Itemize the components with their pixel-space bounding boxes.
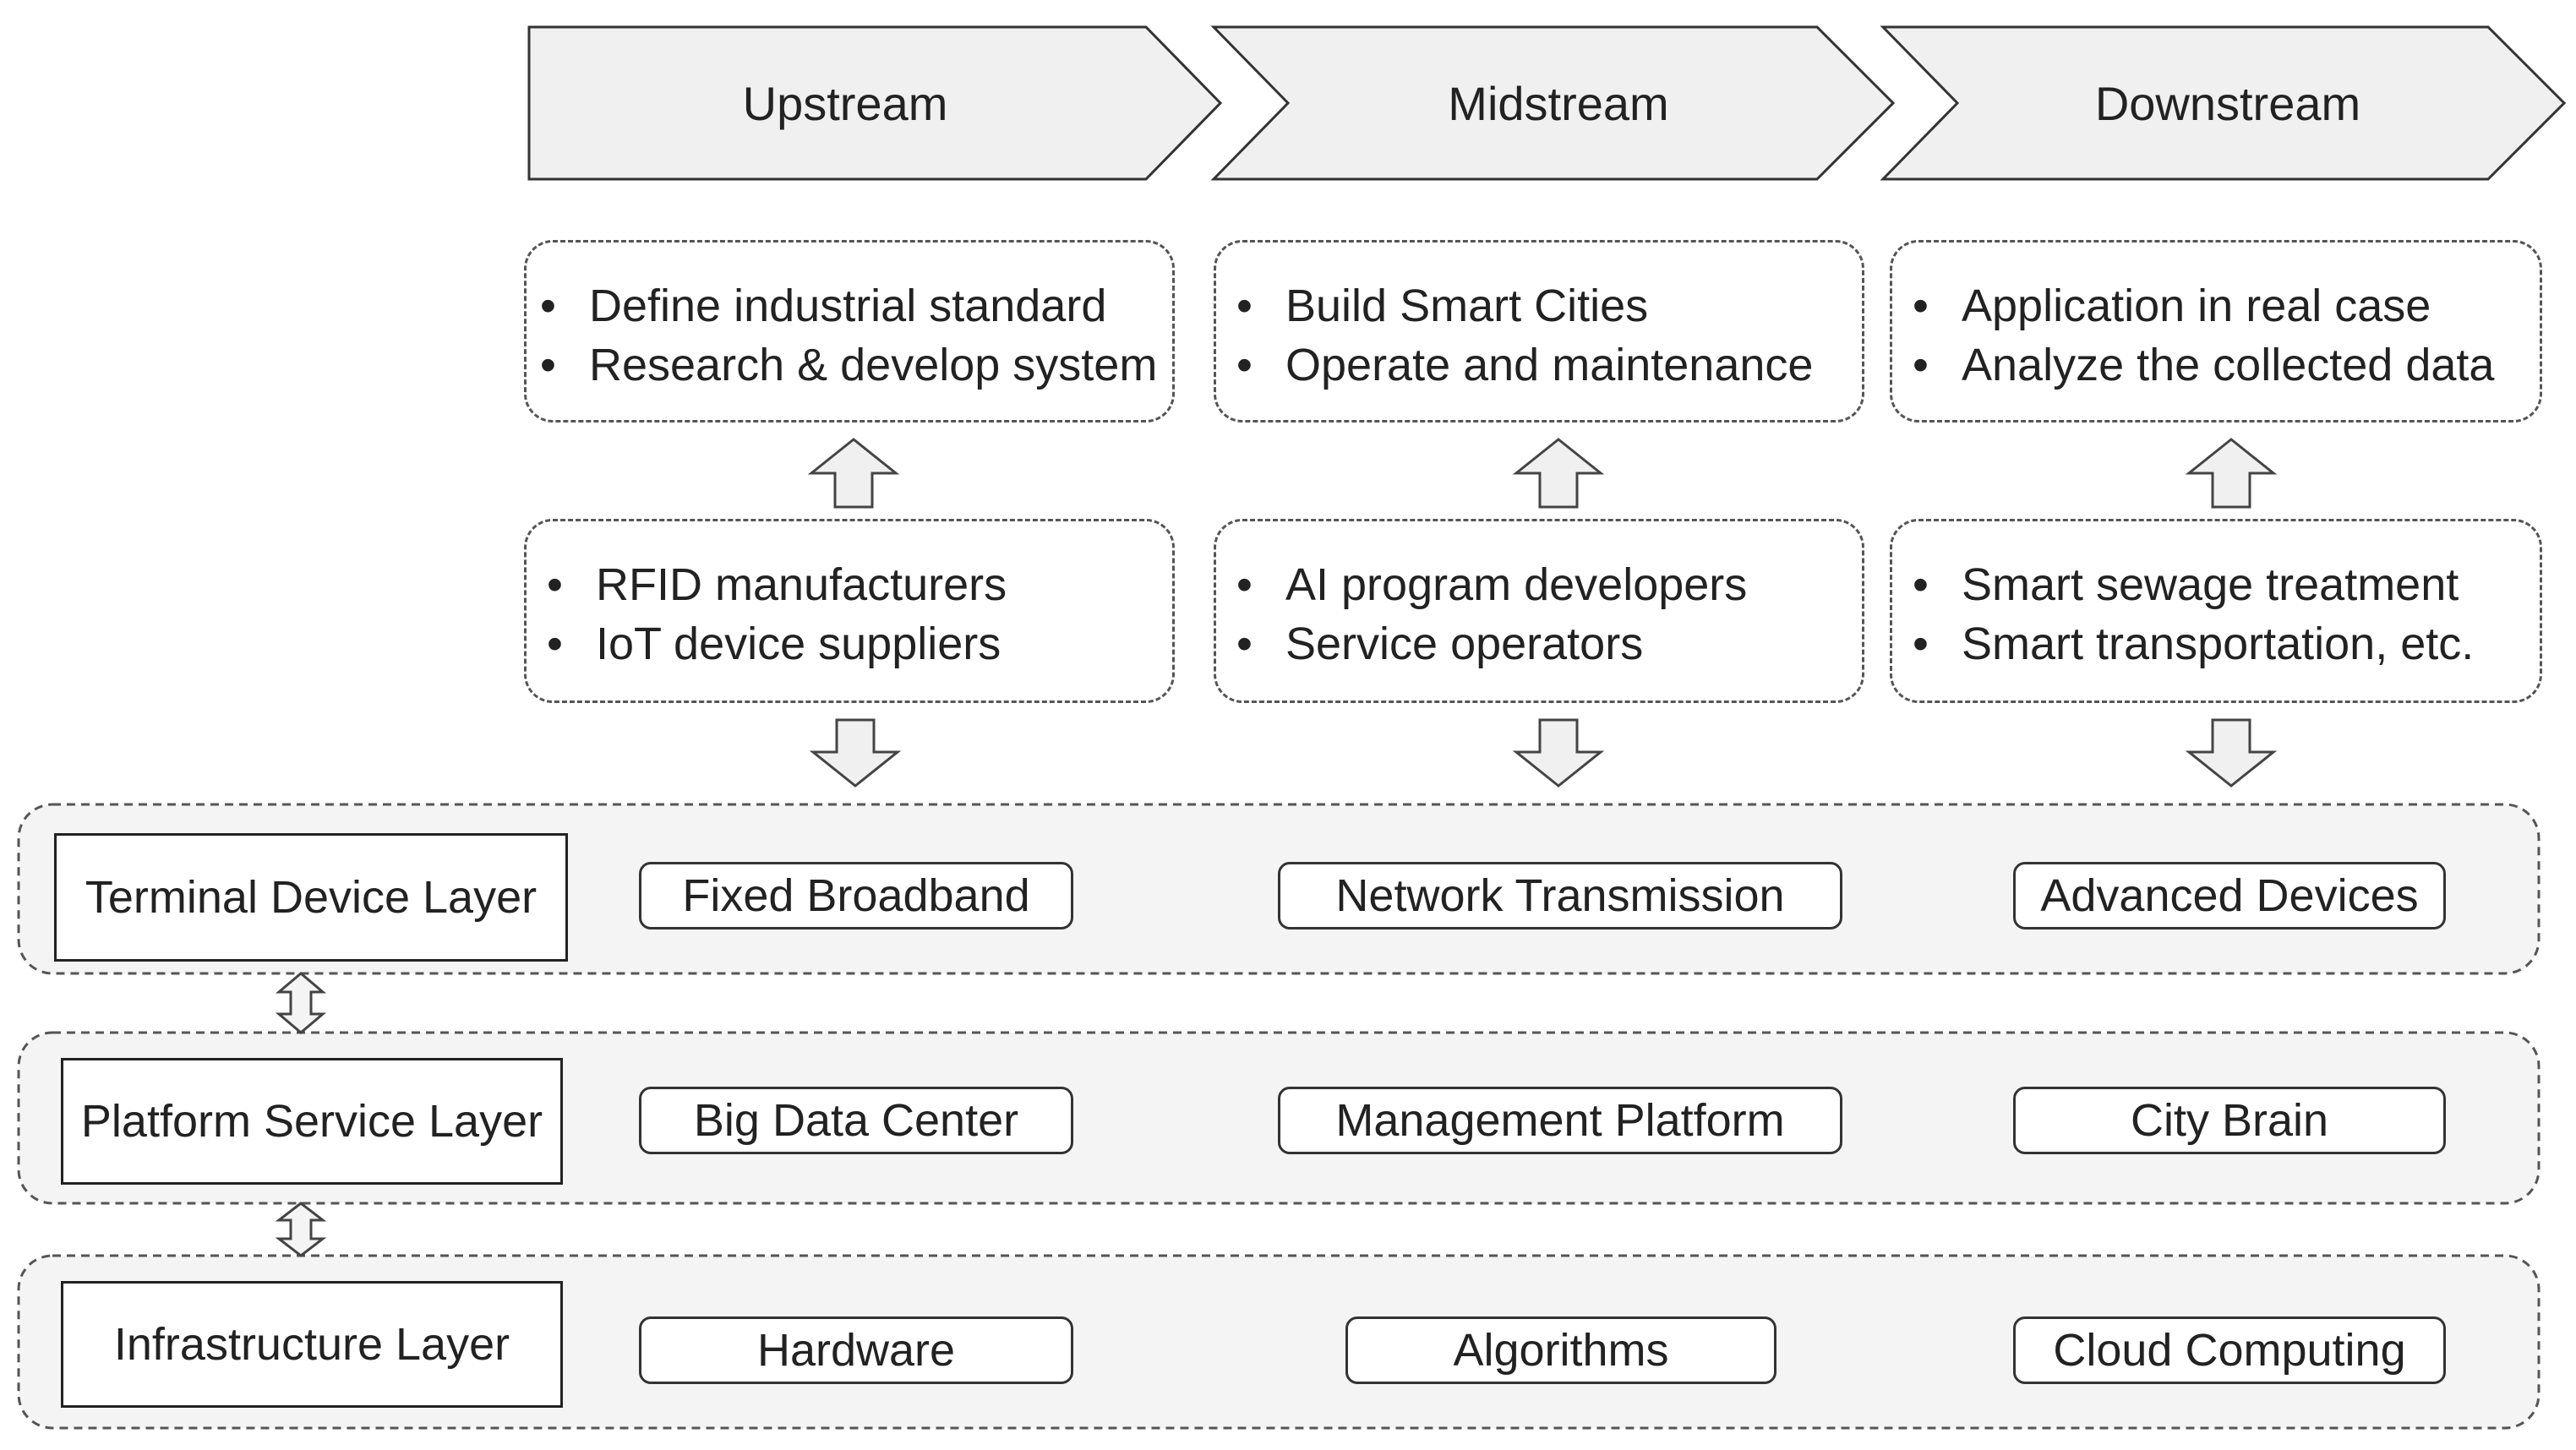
layer-item-big-data-center: Big Data Center bbox=[639, 1087, 1073, 1154]
participant-item: Service operators bbox=[1231, 614, 1747, 673]
participant-list-midstream: AI program developers Service operators bbox=[1231, 555, 1747, 673]
downstream-chevron bbox=[1880, 25, 2567, 181]
layer-item-hardware: Hardware bbox=[639, 1316, 1073, 1384]
stage-label-midstream: Midstream bbox=[1448, 76, 1669, 130]
activity-list-midstream: Build Smart Cities Operate and maintenan… bbox=[1231, 276, 1813, 395]
layer-item-advanced-devices: Advanced Devices bbox=[2013, 862, 2446, 929]
activity-box-midstream: Build Smart Cities Operate and maintenan… bbox=[1214, 240, 1864, 422]
activity-box-upstream: Define industrial standard Research & de… bbox=[524, 240, 1175, 422]
activity-item: Operate and maintenance bbox=[1231, 335, 1813, 395]
upstream-chevron bbox=[527, 25, 1223, 181]
layer-item-algorithms: Algorithms bbox=[1345, 1316, 1776, 1384]
activity-item: Application in real case bbox=[1907, 276, 2494, 335]
stage-label-upstream: Upstream bbox=[742, 76, 948, 130]
participant-item: Smart sewage treatment bbox=[1907, 555, 2474, 614]
midstream-chevron bbox=[1210, 25, 1896, 181]
layer-item-network-transmission: Network Transmission bbox=[1278, 862, 1842, 929]
layer-item-fixed-broadband: Fixed Broadband bbox=[639, 862, 1073, 929]
double-arrow-terminal-platform bbox=[275, 972, 327, 1034]
participant-item: RFID manufacturers bbox=[542, 555, 1007, 614]
down-arrow-midstream bbox=[1512, 718, 1605, 788]
activity-list-upstream: Define industrial standard Research & de… bbox=[535, 276, 1157, 395]
infrastructure-layer-band bbox=[17, 1254, 2541, 1430]
layer-name-terminal: Terminal Device Layer bbox=[54, 833, 568, 962]
activity-item: Build Smart Cities bbox=[1231, 276, 1813, 335]
layer-item-management-platform: Management Platform bbox=[1278, 1087, 1842, 1154]
stage-label-downstream: Downstream bbox=[2094, 76, 2361, 130]
layer-name-platform: Platform Service Layer bbox=[61, 1058, 563, 1185]
participant-list-downstream: Smart sewage treatment Smart transportat… bbox=[1907, 555, 2474, 673]
layer-name-infrastructure: Infrastructure Layer bbox=[61, 1281, 563, 1408]
participant-item: Smart transportation, etc. bbox=[1907, 614, 2474, 673]
activity-item: Define industrial standard bbox=[535, 276, 1157, 335]
participant-box-midstream: AI program developers Service operators bbox=[1214, 519, 1864, 703]
participant-item: IoT device suppliers bbox=[542, 614, 1007, 673]
layer-item-cloud-computing: Cloud Computing bbox=[2013, 1316, 2446, 1384]
layer-item-city-brain: City Brain bbox=[2013, 1087, 2446, 1154]
down-arrow-downstream bbox=[2185, 718, 2278, 788]
participant-box-upstream: RFID manufacturers IoT device suppliers bbox=[524, 519, 1175, 703]
participant-item: AI program developers bbox=[1231, 555, 1747, 614]
up-arrow-downstream bbox=[2185, 438, 2278, 509]
participant-list-upstream: RFID manufacturers IoT device suppliers bbox=[542, 555, 1007, 673]
activity-item: Research & develop system bbox=[535, 335, 1157, 395]
down-arrow-upstream bbox=[809, 718, 902, 788]
participant-box-downstream: Smart sewage treatment Smart transportat… bbox=[1890, 519, 2542, 703]
activity-box-downstream: Application in real case Analyze the col… bbox=[1890, 240, 2542, 422]
up-arrow-upstream bbox=[807, 438, 900, 509]
up-arrow-midstream bbox=[1512, 438, 1605, 509]
activity-list-downstream: Application in real case Analyze the col… bbox=[1907, 276, 2494, 395]
activity-item: Analyze the collected data bbox=[1907, 335, 2494, 395]
double-arrow-platform-infrastructure bbox=[275, 1202, 327, 1257]
